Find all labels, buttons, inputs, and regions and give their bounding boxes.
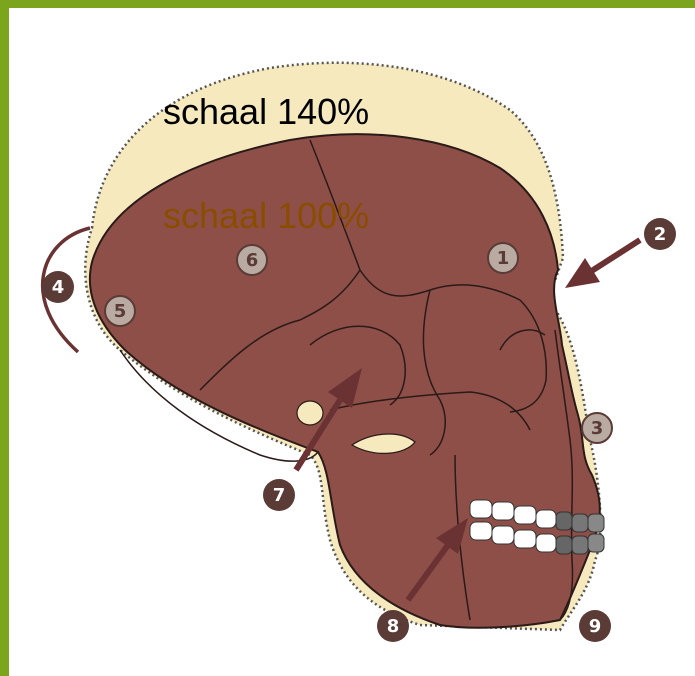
marker-4-label: 4 — [52, 277, 65, 298]
marker-8: 8 — [377, 610, 409, 642]
marker-3-label: 3 — [591, 418, 604, 439]
marker-3: 3 — [582, 413, 612, 443]
marker-4: 4 — [42, 271, 74, 303]
marker-6: 6 — [237, 245, 267, 275]
marker-5-label: 5 — [114, 301, 127, 322]
marker-1: 1 — [488, 243, 518, 273]
ear-opening — [297, 401, 323, 425]
marker-2: 2 — [644, 218, 676, 250]
scale-140-label: schaal 140% — [163, 92, 369, 132]
marker-9: 9 — [579, 610, 611, 642]
marker-9-label: 9 — [589, 616, 602, 637]
scale-100-label: schaal 100% — [163, 196, 369, 236]
marker-7: 7 — [263, 479, 295, 511]
marker-6-label: 6 — [246, 250, 259, 271]
marker-8-label: 8 — [387, 616, 400, 637]
marker-7-label: 7 — [273, 485, 286, 506]
marker-2-label: 2 — [654, 224, 667, 245]
marker-5: 5 — [105, 296, 135, 326]
marker-1-label: 1 — [497, 248, 510, 269]
